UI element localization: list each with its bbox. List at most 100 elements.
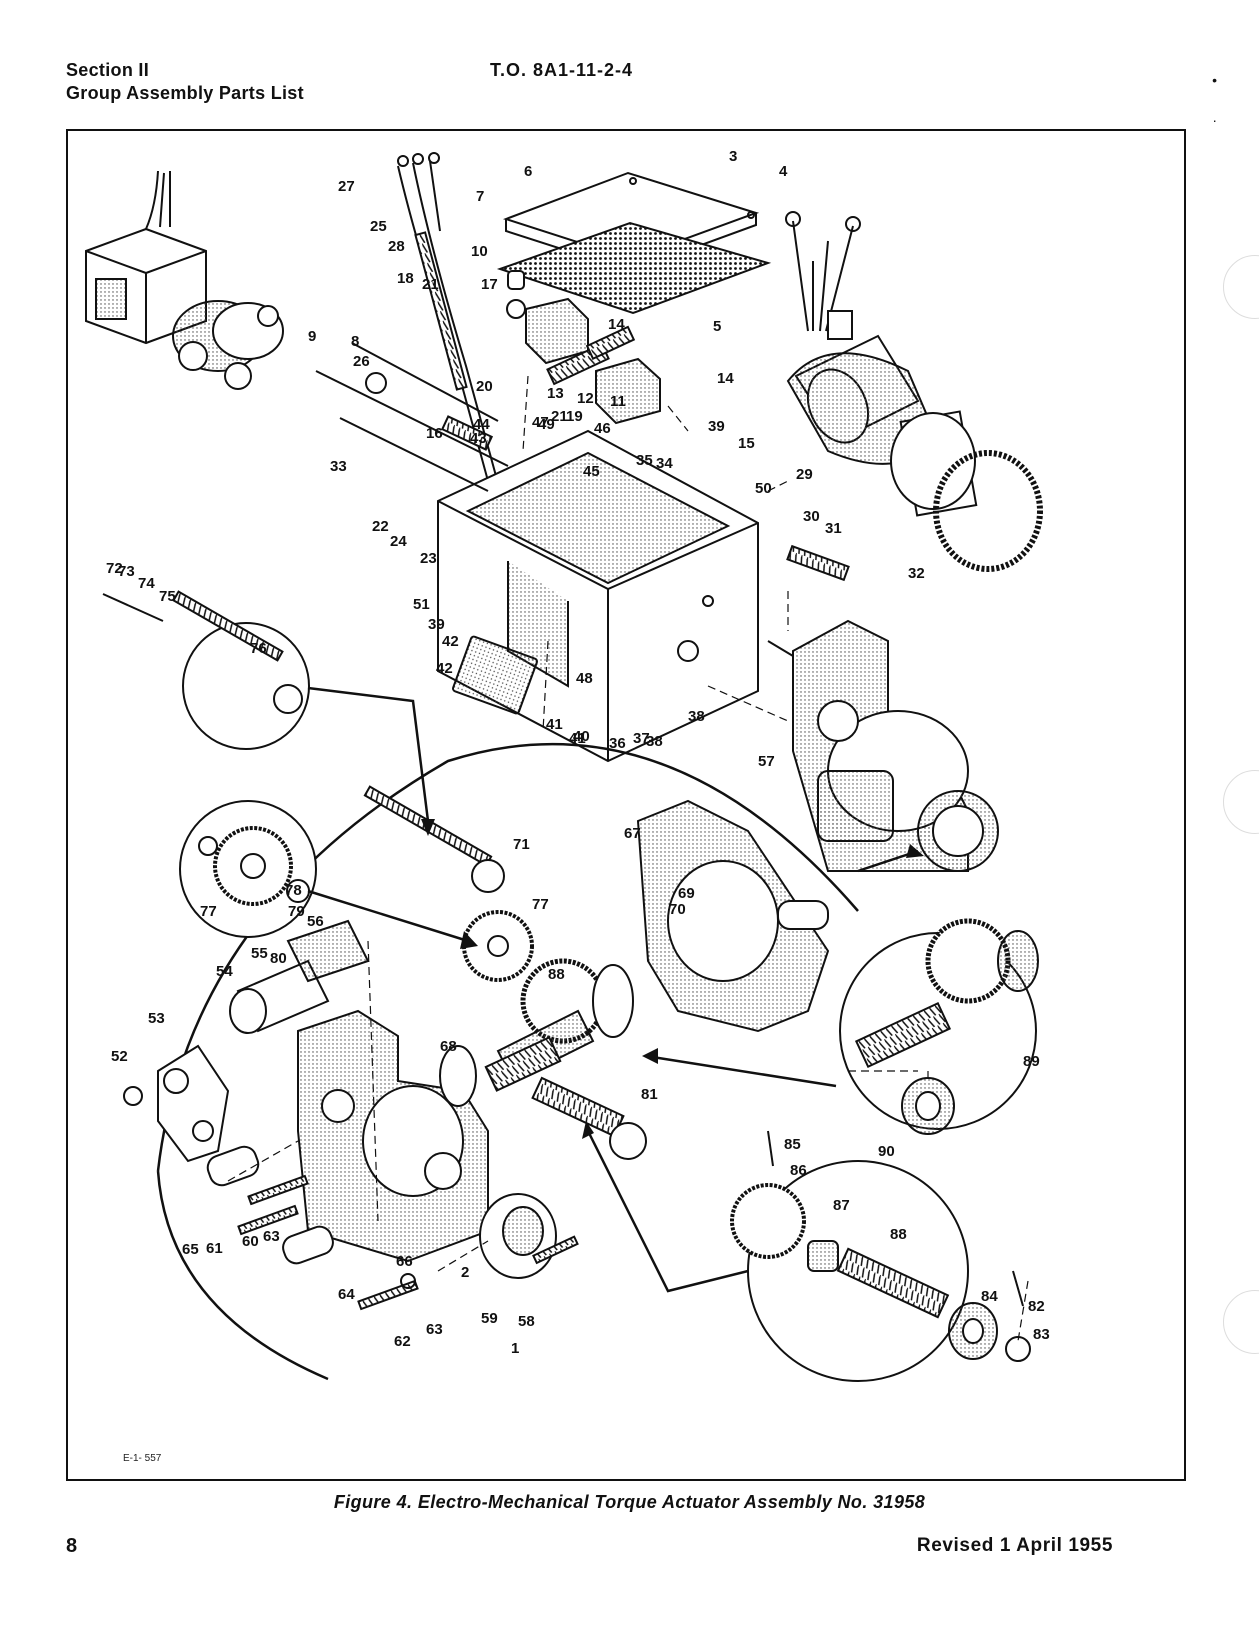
callout-number: 35 <box>636 452 653 469</box>
callout-number: 80 <box>270 950 287 967</box>
callout-number: 46 <box>594 420 611 437</box>
callout-number: 33 <box>330 458 347 475</box>
callout-number: 87 <box>833 1197 850 1214</box>
callout-number: 77 <box>200 903 217 920</box>
callout-number: 47 <box>532 414 549 431</box>
callout-number: 41 <box>546 716 563 733</box>
callout-number: 81 <box>641 1086 658 1103</box>
flow-arrows <box>307 686 919 1293</box>
callout-number: 88 <box>890 1226 907 1243</box>
callout-number: 53 <box>148 1010 165 1027</box>
callout-number: 39 <box>428 616 445 633</box>
long-screws <box>315 342 509 492</box>
binder-hole <box>1223 255 1259 319</box>
callout-number: 7 <box>476 188 484 205</box>
callout-number: 71 <box>513 836 530 853</box>
callout-number: 41 <box>569 730 586 747</box>
callout-number: 79 <box>288 903 305 920</box>
cover-plate <box>496 171 772 315</box>
drawing-code: E-1- 557 <box>123 1453 162 1464</box>
callout-number: 36 <box>609 735 626 752</box>
callout-number: 44 <box>473 416 490 433</box>
scan-mark: • <box>1212 72 1217 88</box>
callout-number: 78 <box>285 882 302 899</box>
callout-number: 56 <box>307 913 324 930</box>
callout-number: 20 <box>476 378 493 395</box>
callout-number: 68 <box>440 1038 457 1055</box>
callout-number: 74 <box>138 575 155 592</box>
callout-number: 37 <box>633 730 650 747</box>
callout-number: 52 <box>111 1048 128 1065</box>
callout-number: 61 <box>206 1240 223 1257</box>
callout-number: 65 <box>182 1241 199 1258</box>
wire-harness <box>397 152 497 482</box>
callout-number: 40 <box>573 728 590 745</box>
section-heading: Section II <box>66 60 150 80</box>
page-number: 8 <box>66 1535 78 1557</box>
callout-number: 42 <box>436 660 453 677</box>
callout-number: 24 <box>390 533 407 550</box>
callout-number: 76 <box>250 640 267 657</box>
callout-number: 23 <box>420 550 437 567</box>
motor <box>785 211 1043 572</box>
callout-number: 5 <box>713 318 721 335</box>
callout-number: 45 <box>583 463 600 480</box>
callout-number: 54 <box>216 963 233 980</box>
callout-number: 69 <box>678 885 695 902</box>
callout-number: 62 <box>394 1333 411 1350</box>
callout-number: 27 <box>338 178 355 195</box>
binder-hole <box>1223 770 1259 834</box>
spring <box>786 544 850 582</box>
callout-number: 86 <box>790 1162 807 1179</box>
callout-number: 9 <box>308 328 316 345</box>
callout-number: 66 <box>396 1253 413 1270</box>
callout-number: 21 <box>422 276 439 293</box>
callout-number: 18 <box>397 270 414 287</box>
callout-number: 43 <box>470 430 487 447</box>
callout-number: 3 <box>729 148 737 165</box>
callout-number: 25 <box>370 218 387 235</box>
callout-number: 64 <box>338 1286 355 1303</box>
binder-hole <box>1223 1290 1259 1354</box>
callout-number: 1 <box>511 1340 519 1357</box>
complete-assembly-view <box>85 170 284 390</box>
callout-number: 21 <box>551 408 568 425</box>
callout-number: 70 <box>669 901 686 918</box>
callout-number: 67 <box>624 825 641 842</box>
callout-number: 63 <box>426 1321 443 1338</box>
exploded-boundary <box>156 742 859 1172</box>
callout-number: 89 <box>1023 1053 1040 1070</box>
callout-number: 34 <box>656 455 673 472</box>
callout-number: 85 <box>784 1136 801 1153</box>
callout-number: 14 <box>608 316 625 333</box>
callout-number: 39 <box>708 418 725 435</box>
callout-number: 88 <box>548 966 565 983</box>
callout-number: 82 <box>1028 1298 1045 1315</box>
callout-number: 29 <box>796 466 813 483</box>
callout-number: 49 <box>538 416 555 433</box>
tech-order-number: T.O. 8A1-11-2-4 <box>490 60 634 80</box>
callout-number: 55 <box>251 945 268 962</box>
revision-date: Revised 1 April 1955 <box>916 1535 1113 1556</box>
callout-number: 57 <box>758 753 775 770</box>
callout-number: 60 <box>242 1233 259 1250</box>
brush-blocks <box>506 270 661 425</box>
callout-labels: 1234567891011121314141516171819202121222… <box>106 148 1050 1357</box>
callout-number: 59 <box>481 1310 498 1327</box>
callout-number: 73 <box>118 563 135 580</box>
callout-number: 48 <box>576 670 593 687</box>
callout-number: 72 <box>106 560 123 577</box>
callout-number: 38 <box>688 708 705 725</box>
callout-number: 31 <box>825 520 842 537</box>
callout-number: 30 <box>803 508 820 525</box>
callout-number: 38 <box>646 733 663 750</box>
callout-number: 28 <box>388 238 405 255</box>
callout-number: 75 <box>159 588 176 605</box>
gear-housing-assembled <box>767 619 999 872</box>
scan-mark: · <box>1212 112 1217 128</box>
callout-number: 77 <box>532 896 549 913</box>
callout-number: 19 <box>566 408 583 425</box>
callout-number: 32 <box>908 565 925 582</box>
callout-number: 51 <box>413 596 430 613</box>
